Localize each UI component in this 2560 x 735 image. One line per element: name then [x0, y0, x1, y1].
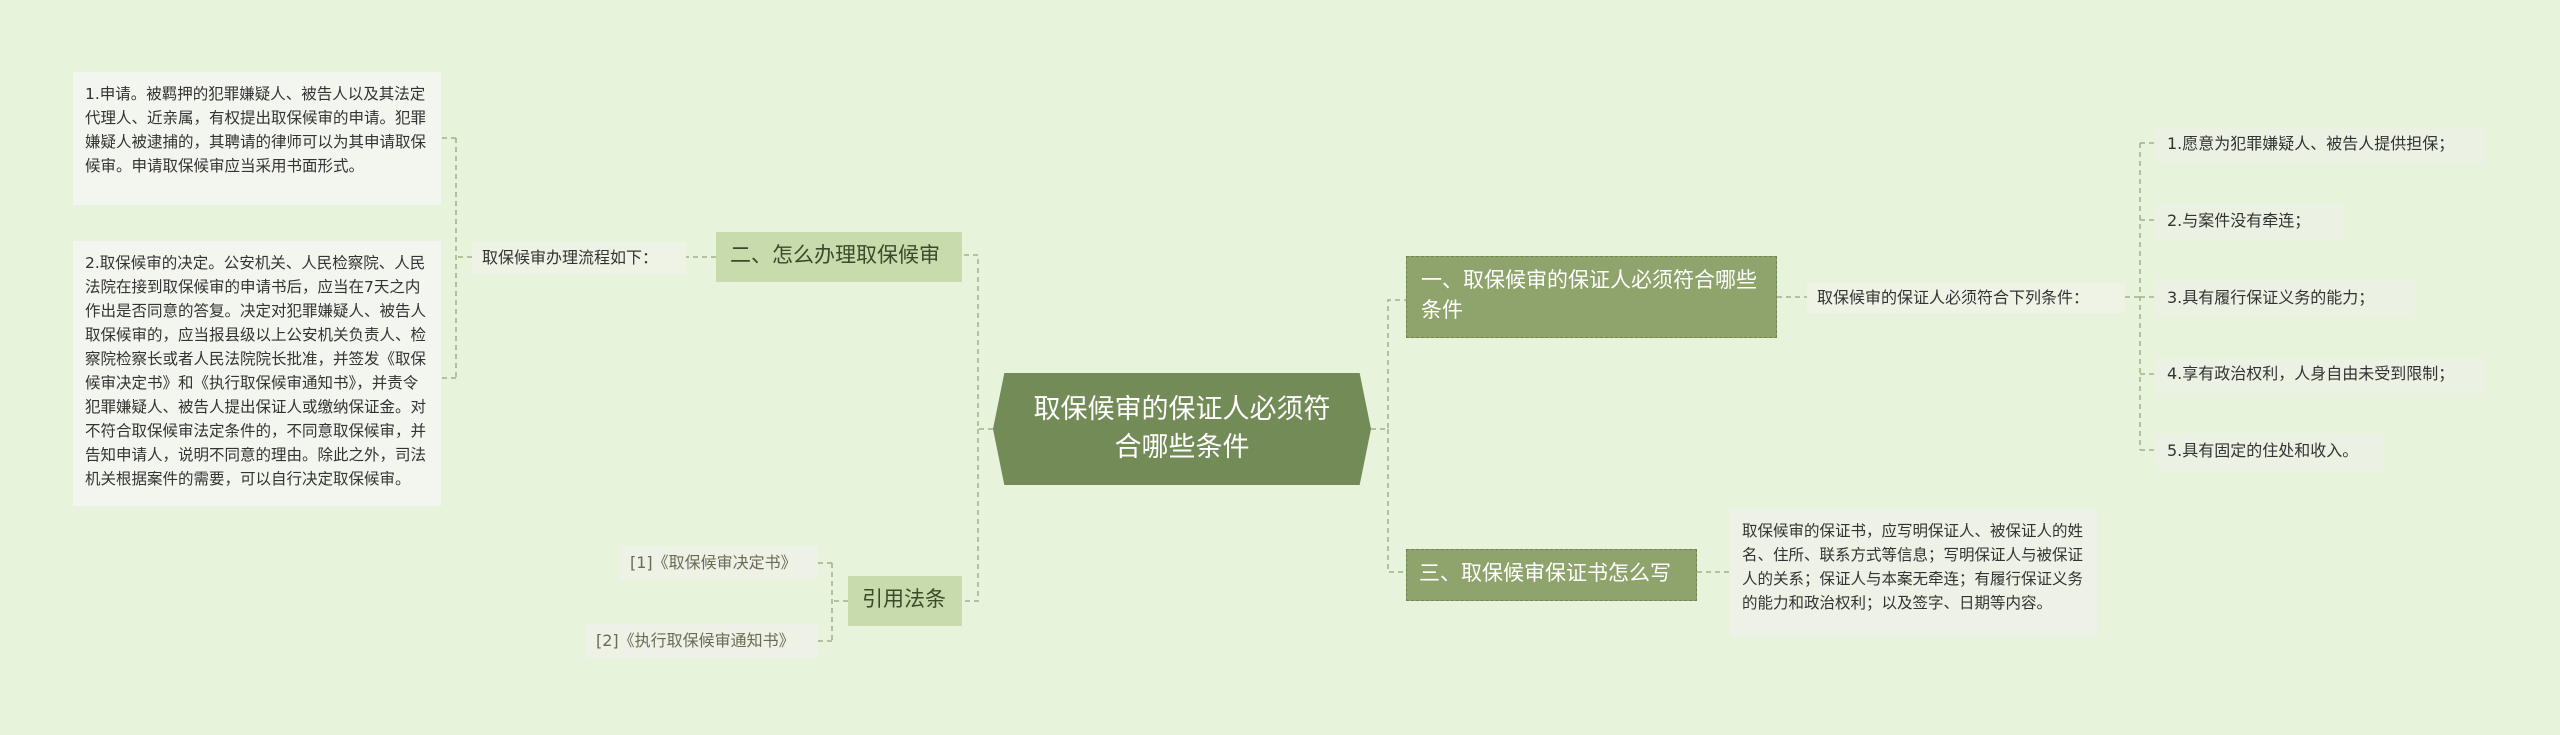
condition-item-1[interactable]: 1.愿意为犯罪嫌疑人、被告人提供担保；: [2155, 127, 2485, 163]
condition-item-4[interactable]: 4.享有政治权利，人身自由未受到限制；: [2155, 357, 2485, 393]
process-intro[interactable]: 取保候审办理流程如下：: [472, 242, 686, 274]
branch-how-to-apply-label: 二、怎么办理取保候审: [730, 243, 940, 267]
condition-item-3[interactable]: 3.具有履行保证义务的能力；: [2155, 281, 2415, 317]
condition-item-4-text: 4.享有政治权利，人身自由未受到限制；: [2167, 364, 2455, 383]
process-step-2[interactable]: 2.取保候审的决定。公安机关、人民检察院、人民法院在接到取保候审的申请书后，应当…: [73, 241, 441, 506]
process-intro-text: 取保候审办理流程如下：: [482, 248, 659, 267]
law-item-1-text: [1]《取保候审决定书》: [630, 553, 797, 572]
law-item-2[interactable]: [2]《执行取保候审通知书》: [586, 624, 818, 658]
law-item-1[interactable]: [1]《取保候审决定书》: [620, 546, 818, 580]
guarantee-letter-text[interactable]: 取保候审的保证书，应写明保证人、被保证人的姓名、住所、联系方式等信息；写明保证人…: [1730, 509, 2097, 637]
branch-guarantee-letter-label: 三、取保候审保证书怎么写: [1419, 561, 1671, 585]
branch-cited-laws[interactable]: 引用法条: [848, 576, 962, 626]
branch-conditions-label: 一、取保候审的保证人必须符合哪些条件: [1421, 268, 1757, 322]
branch-guarantee-letter[interactable]: 三、取保候审保证书怎么写: [1406, 549, 1697, 601]
process-step-2-text: 2.取保候审的决定。公安机关、人民检察院、人民法院在接到取保候审的申请书后，应当…: [85, 254, 427, 488]
branch-conditions[interactable]: 一、取保候审的保证人必须符合哪些条件: [1406, 256, 1777, 338]
central-topic-label: 取保候审的保证人必须符合哪些条件: [1033, 394, 1331, 463]
conditions-intro[interactable]: 取保候审的保证人必须符合下列条件：: [1807, 283, 2125, 313]
condition-item-2-text: 2.与案件没有牵连；: [2167, 211, 2311, 230]
branch-cited-laws-label: 引用法条: [862, 587, 946, 611]
conditions-intro-text: 取保候审的保证人必须符合下列条件：: [1817, 288, 2090, 307]
central-topic[interactable]: 取保候审的保证人必须符合哪些条件: [993, 373, 1371, 485]
condition-item-5[interactable]: 5.具有固定的住处和收入。: [2155, 434, 2383, 470]
condition-item-1-text: 1.愿意为犯罪嫌疑人、被告人提供担保；: [2167, 134, 2455, 153]
law-item-2-text: [2]《执行取保候审通知书》: [596, 631, 795, 650]
branch-how-to-apply[interactable]: 二、怎么办理取保候审: [716, 232, 962, 282]
condition-item-2[interactable]: 2.与案件没有牵连；: [2155, 204, 2345, 240]
process-step-1-text: 1.申请。被羁押的犯罪嫌疑人、被告人以及其法定代理人、近亲属，有权提出取保候审的…: [85, 85, 427, 175]
condition-item-5-text: 5.具有固定的住处和收入。: [2167, 441, 2359, 460]
process-step-1[interactable]: 1.申请。被羁押的犯罪嫌疑人、被告人以及其法定代理人、近亲属，有权提出取保候审的…: [73, 72, 441, 205]
guarantee-letter-text-content: 取保候审的保证书，应写明保证人、被保证人的姓名、住所、联系方式等信息；写明保证人…: [1742, 522, 2084, 612]
condition-item-3-text: 3.具有履行保证义务的能力；: [2167, 288, 2375, 307]
